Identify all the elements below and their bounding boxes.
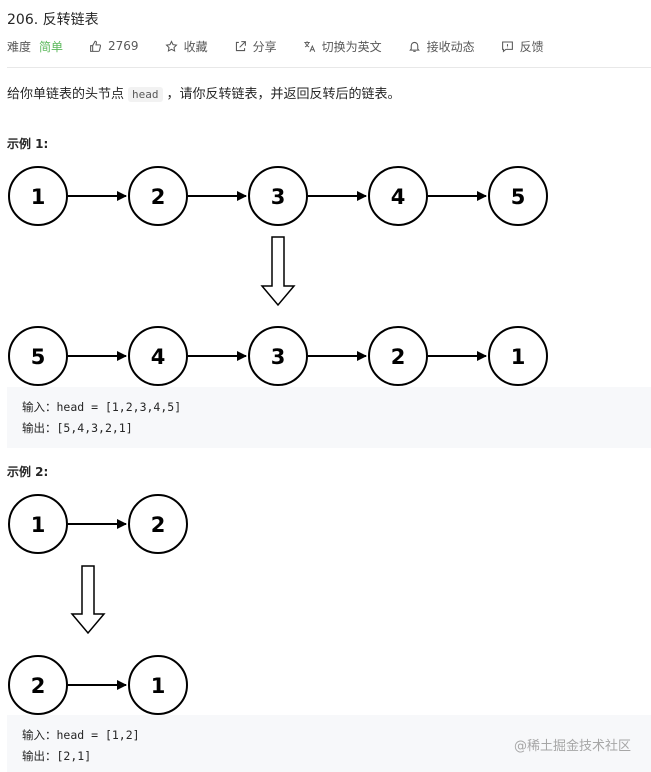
list-node: 3 (248, 326, 308, 386)
list-node: 4 (368, 166, 428, 226)
translate-icon (303, 40, 315, 52)
list-node: 2 (128, 494, 188, 554)
collect-label: 收藏 (183, 39, 208, 54)
difficulty-label: 难度 (7, 39, 32, 54)
node-value: 2 (391, 345, 406, 369)
like-button[interactable]: 2769 (89, 39, 139, 53)
list-node: 1 (488, 326, 548, 386)
description-text-start: 给你单链表的头节点 (7, 87, 125, 102)
down-arrow-icon (70, 565, 106, 635)
list-node: 3 (248, 166, 308, 226)
example-2-output: 输出：[2,1] (22, 749, 92, 763)
node-value: 1 (151, 674, 166, 698)
like-count: 2769 (108, 39, 139, 53)
example-2-label: 示例 2: (7, 465, 49, 479)
collect-button[interactable]: 收藏 (165, 38, 208, 55)
description-text-end: ，请你反转链表，并返回反转后的链表。 (166, 87, 401, 102)
example-2-code-block: 输入：head = [1,2] 输出：[2,1] (7, 715, 651, 772)
watermark-text: @稀土掘金技术社区 (513, 739, 631, 754)
inline-code-head: head (128, 87, 163, 102)
header-divider (7, 67, 651, 68)
example-2-input: 输入：head = [1,2] (22, 728, 140, 742)
node-value: 4 (151, 345, 166, 369)
feedback-label: 反馈 (519, 39, 544, 54)
share-button[interactable]: 分享 (234, 38, 277, 55)
node-value: 1 (31, 185, 46, 209)
example-1-output: 输出：[5,4,3,2,1] (22, 421, 133, 435)
node-value: 5 (511, 185, 526, 209)
node-value: 4 (391, 185, 406, 209)
node-value: 2 (31, 674, 46, 698)
difficulty-value: 简单 (39, 39, 64, 54)
list-node: 2 (368, 326, 428, 386)
list-node: 1 (128, 655, 188, 715)
list-node: 2 (128, 166, 188, 226)
node-value: 1 (511, 345, 526, 369)
node-value: 3 (271, 185, 286, 209)
thumbs-up-icon (90, 40, 102, 52)
list-node: 2 (8, 655, 68, 715)
share-label: 分享 (252, 39, 277, 54)
list-node: 1 (8, 166, 68, 226)
example-1-input: 输入：head = [1,2,3,4,5] (22, 400, 182, 414)
notify-label: 接收动态 (426, 39, 475, 54)
node-value: 5 (31, 345, 46, 369)
list-node: 4 (128, 326, 188, 386)
example-1-code-block: 输入：head = [1,2,3,4,5] 输出：[5,4,3,2,1] (7, 387, 651, 448)
problem-title: 206. 反转链表 (7, 12, 99, 28)
problem-meta-bar: 难度 简单 2769 收藏 分享 切换为英文 接收动态 反馈 (7, 37, 570, 55)
node-value: 2 (151, 185, 166, 209)
node-value: 1 (31, 513, 46, 537)
bell-icon (408, 41, 420, 52)
feedback-icon (501, 41, 513, 53)
list-node: 5 (8, 326, 68, 386)
switch-language-button[interactable]: 切换为英文 (303, 38, 382, 55)
notify-button[interactable]: 接收动态 (408, 38, 475, 55)
list-node: 5 (488, 166, 548, 226)
example-2-diagram: 1 2 2 1 (8, 494, 188, 715)
list-node: 1 (8, 494, 68, 554)
switch-language-label: 切换为英文 (321, 39, 382, 54)
example-1-label: 示例 1: (7, 137, 49, 151)
example-1-diagram: 1 2 3 4 5 5 4 3 2 1 (8, 166, 548, 386)
node-value: 2 (151, 513, 166, 537)
star-icon (165, 39, 178, 52)
down-arrow-icon (260, 236, 296, 307)
feedback-button[interactable]: 反馈 (501, 38, 544, 55)
node-value: 3 (271, 345, 286, 369)
share-icon (235, 40, 246, 51)
